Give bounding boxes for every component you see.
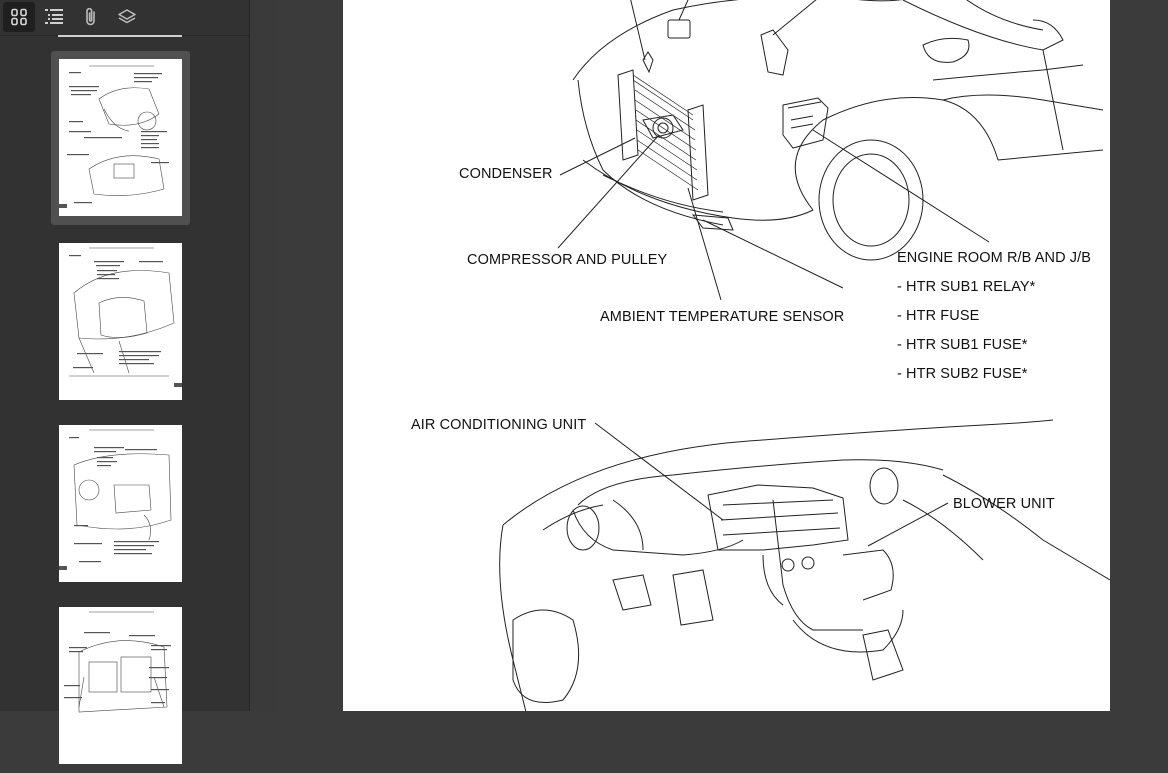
page-thumbnail-image bbox=[59, 59, 182, 216]
label-blower-unit: BLOWER UNIT bbox=[953, 496, 1055, 512]
attachments-view-button[interactable] bbox=[75, 2, 107, 32]
page-thumbnail-4[interactable] bbox=[51, 599, 190, 773]
page-thumbnail-image bbox=[59, 425, 182, 582]
active-tab-indicator bbox=[58, 35, 182, 37]
label-air-conditioning-unit: AIR CONDITIONING UNIT bbox=[411, 417, 587, 433]
ac-components-illustration bbox=[499, 0, 1110, 711]
page-thumbnail-3[interactable] bbox=[51, 417, 190, 591]
label-compressor-and-pulley: COMPRESSOR AND PULLEY bbox=[467, 252, 668, 268]
page-thumbnail-image bbox=[59, 607, 182, 764]
sidebar-toolbar bbox=[0, 0, 249, 36]
thumbnails-view-button[interactable] bbox=[3, 2, 35, 32]
page-thumbnail-1[interactable] bbox=[51, 51, 190, 225]
layers-view-button[interactable] bbox=[111, 2, 143, 32]
label-htr-sub1-fuse: - HTR SUB1 FUSE* bbox=[897, 337, 1028, 353]
label-engine-room-rb-jb: ENGINE ROOM R/B AND J/B bbox=[897, 250, 1092, 266]
layers-icon bbox=[118, 9, 136, 24]
document-page: CONDENSER COMPRESSOR AND PULLEY AMBIENT … bbox=[343, 0, 1110, 711]
label-ambient-temperature-sensor: AMBIENT TEMPERATURE SENSOR bbox=[600, 309, 845, 325]
label-condenser: CONDENSER bbox=[459, 166, 553, 182]
list-icon bbox=[45, 9, 63, 24]
viewer-gutter bbox=[250, 0, 276, 711]
sidebar-splitter[interactable] bbox=[249, 0, 250, 711]
paperclip-icon bbox=[86, 7, 95, 26]
grid-icon bbox=[11, 8, 27, 26]
label-htr-sub2-fuse: - HTR SUB2 FUSE* bbox=[897, 366, 1028, 382]
thumbnail-sidebar bbox=[0, 0, 249, 764]
page-thumbnail-2[interactable] bbox=[51, 235, 190, 409]
page-thumbnail-image bbox=[59, 243, 182, 400]
document-viewer[interactable]: CONDENSER COMPRESSOR AND PULLEY AMBIENT … bbox=[276, 0, 1168, 711]
label-htr-sub1-relay: - HTR SUB1 RELAY* bbox=[897, 279, 1036, 295]
outline-view-button[interactable] bbox=[38, 2, 70, 32]
label-htr-fuse: - HTR FUSE bbox=[897, 308, 980, 324]
